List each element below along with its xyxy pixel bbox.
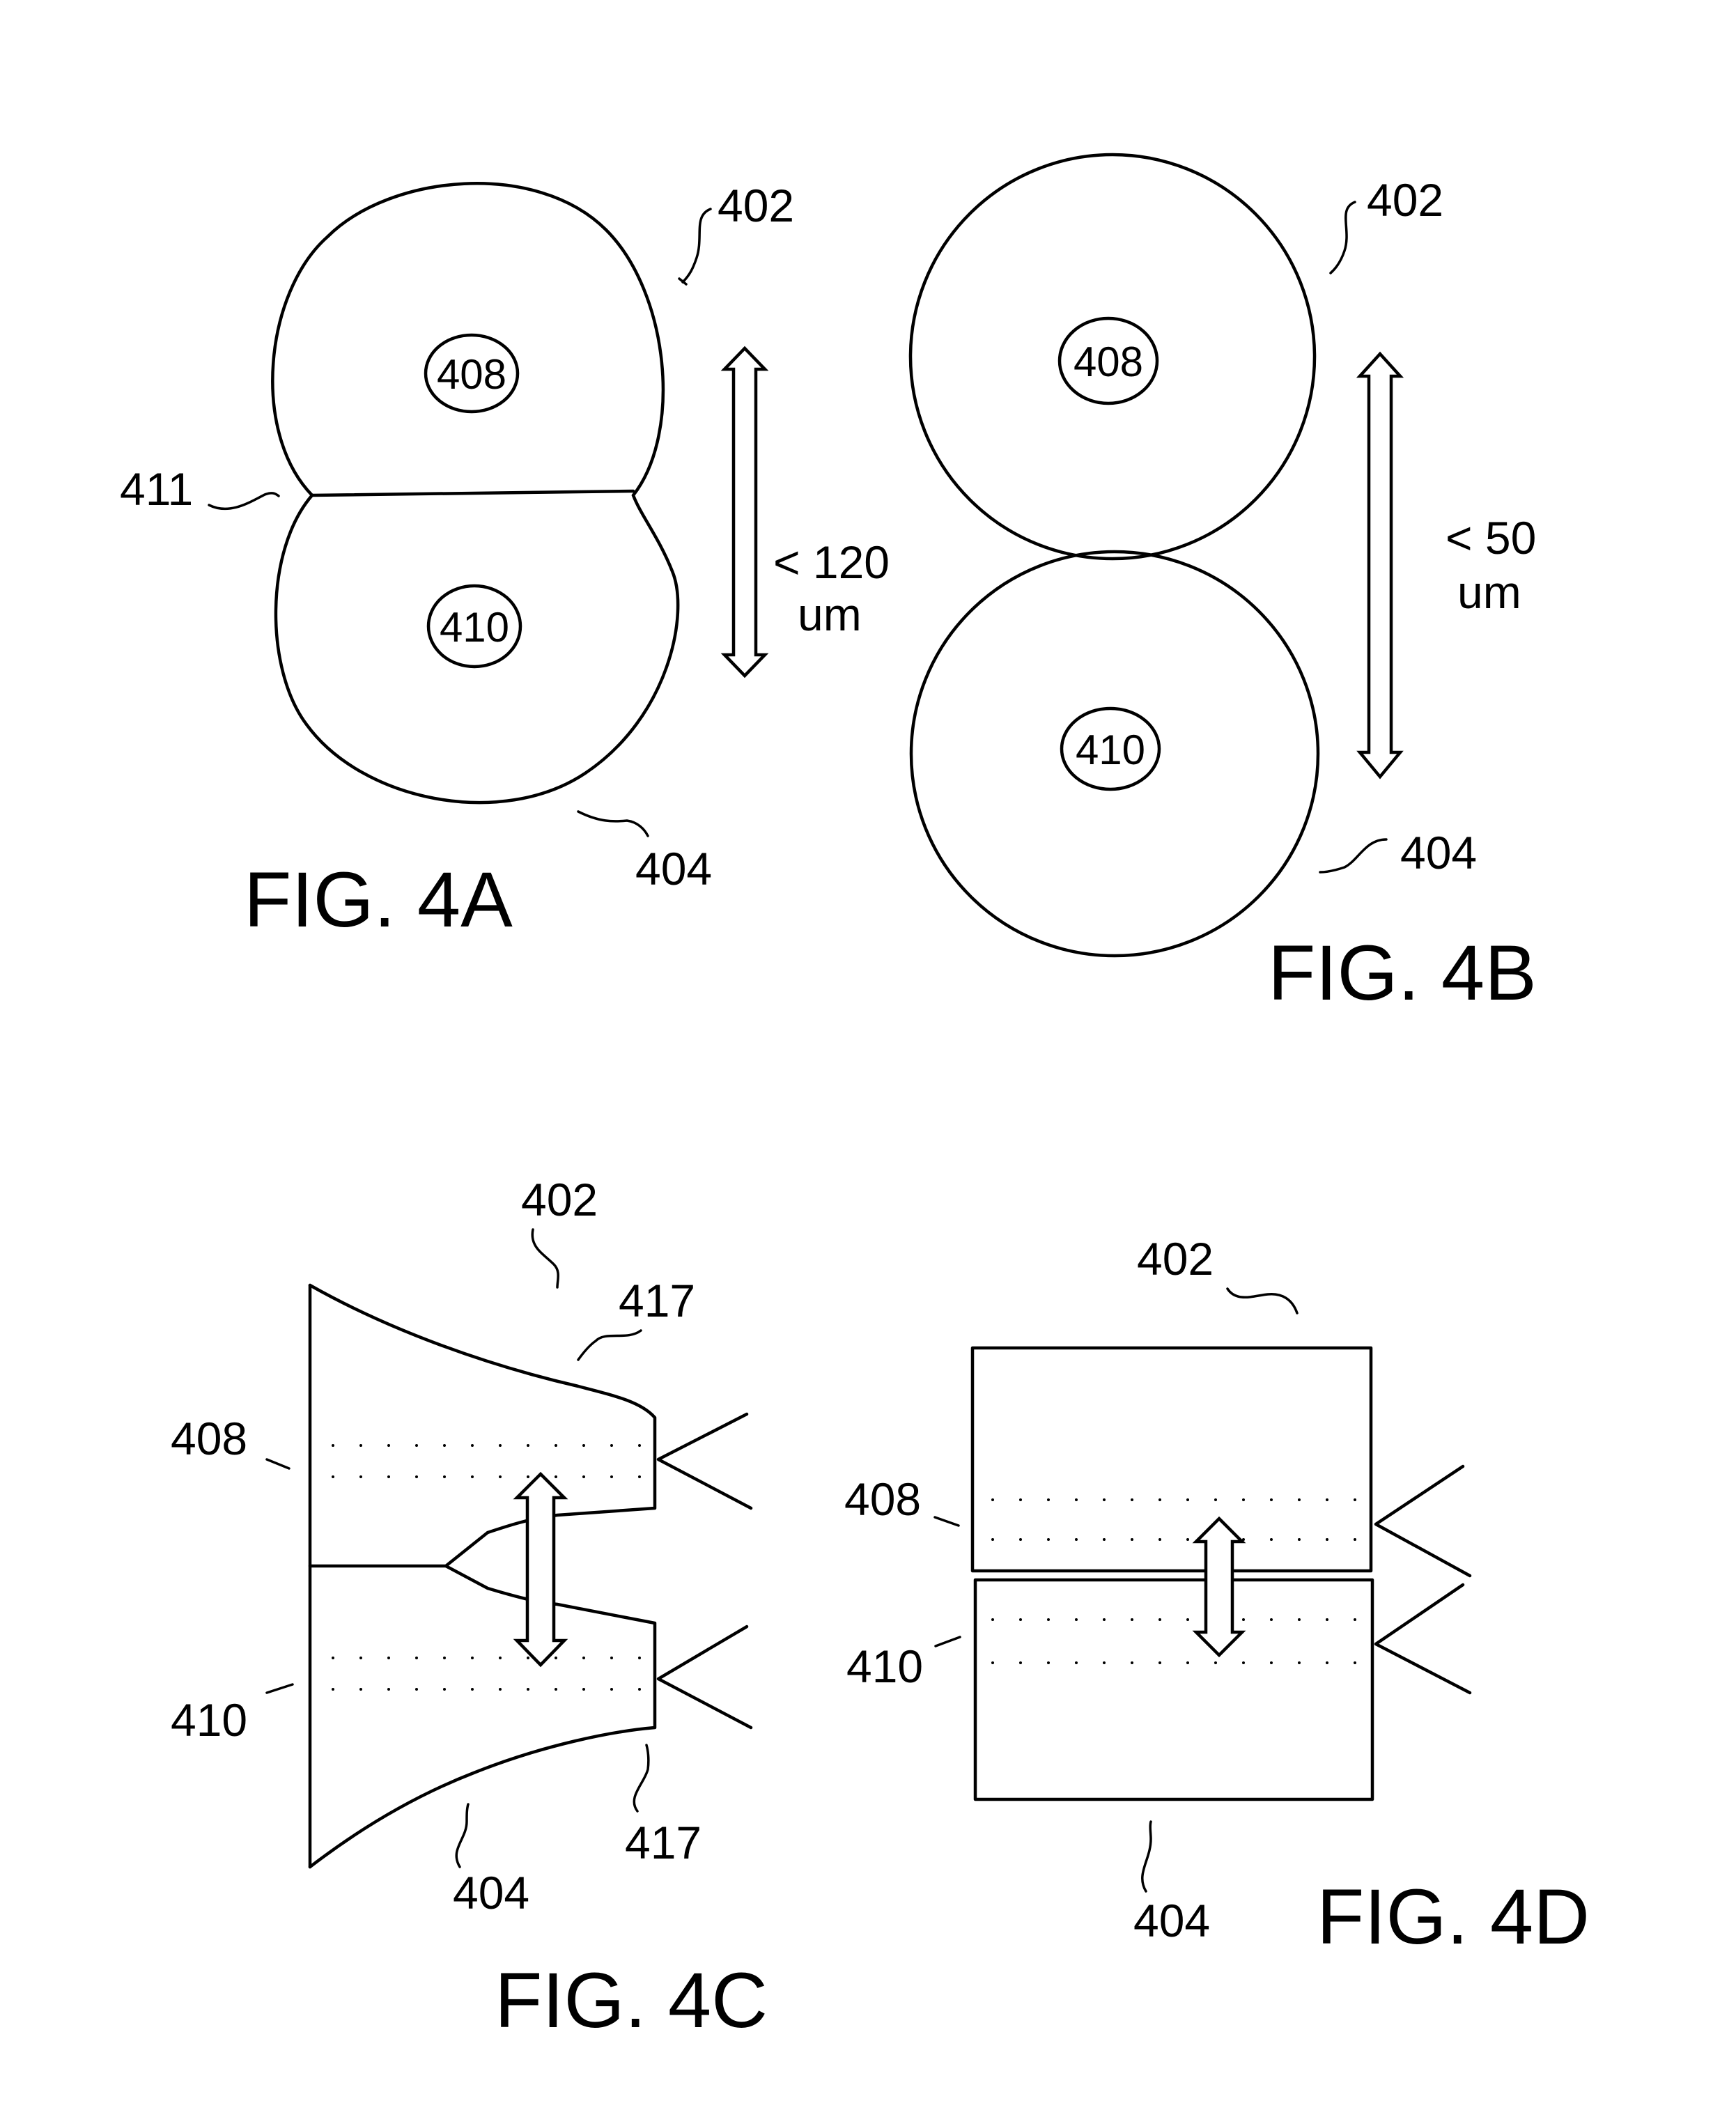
fig-4c-ref-402: 402 <box>521 1174 598 1225</box>
fig-4c-caption: FIG. 4C <box>495 1957 768 2044</box>
fig-4b-caption: FIG. 4B <box>1268 929 1537 1016</box>
fig-4d-lower-waveguide-404 <box>973 1578 1374 1801</box>
fig-4b-leader-404 <box>1319 838 1388 874</box>
fig-4a-leader-402-tip <box>678 277 688 286</box>
fig-4c-leader-404 <box>455 1803 470 1868</box>
fig-4c-coupling-arrow <box>513 1471 568 1668</box>
fig-4c-upper-taper-outline <box>308 1283 657 1568</box>
fig-4b-lower-cell-outline <box>909 550 1320 958</box>
fig-4c-leader-408 <box>265 1458 290 1470</box>
fig-4d-lower-emission-cone <box>1374 1583 1472 1695</box>
fig-4b-distance-value: < 50 <box>1446 512 1536 564</box>
fig-4c-ref-410: 410 <box>171 1694 247 1746</box>
fig-4c-leader-417-bottom <box>633 1744 650 1813</box>
fig-4d-leader-408 <box>933 1516 960 1527</box>
fig-4a-core-410-label: 410 <box>440 604 509 651</box>
fig-4b-ref-404: 404 <box>1400 827 1477 878</box>
fig-4c-lower-emission-cone <box>656 1624 753 1730</box>
fig-4c-upper-emission-cone <box>656 1412 753 1510</box>
fig-4a-core-410-circle <box>426 584 522 669</box>
fig-4d-leader-410 <box>934 1636 961 1647</box>
fig-4a-junction-line <box>310 489 635 497</box>
fig-4d-ref-410: 410 <box>846 1641 923 1692</box>
fig-4d-leader-402 <box>1226 1287 1299 1315</box>
fig-4a-ref-411: 411 <box>120 463 193 515</box>
fig-4a-core-408-label: 408 <box>437 351 506 398</box>
fig-4d-upper-emission-cone <box>1374 1464 1472 1578</box>
fig-4d-ref-402: 402 <box>1137 1233 1214 1285</box>
fig-4b-core-408-circle <box>1057 316 1159 405</box>
fig-4b-distance-unit: um <box>1457 566 1521 618</box>
fig-4a-ref-402: 402 <box>718 180 794 231</box>
fig-4a-upper-cell-outline <box>271 182 665 497</box>
fig-4a: 408 410 < 120 um 402 411 404 FIG. 4A <box>120 180 890 943</box>
fig-4b-leader-402 <box>1329 201 1356 274</box>
fig-4a-core-408-circle <box>424 333 520 414</box>
fig-4d-caption: FIG. 4D <box>1317 1873 1590 1960</box>
fig-4b-core-410-label: 410 <box>1076 727 1145 773</box>
fig-4c-ref-417-bottom: 417 <box>625 1817 702 1868</box>
fig-4d: 402 408 410 404 FIG. 4D <box>844 1233 1590 1960</box>
fig-4a-caption: FIG. 4A <box>244 856 513 943</box>
fig-4a-distance-value: < 120 <box>773 536 890 588</box>
fig-4d-ref-408: 408 <box>844 1473 921 1525</box>
fig-4d-coupling-arrow <box>1192 1516 1246 1658</box>
fig-4b: 408 410 < 50 um 402 404 FIG. 4B <box>908 153 1537 1016</box>
fig-4a-leader-411 <box>208 492 280 511</box>
fig-4a-distance-unit: um <box>798 589 862 640</box>
fig-4b-core-408-label: 408 <box>1074 339 1143 385</box>
fig-4c-leader-417-top <box>577 1329 642 1361</box>
fig-4a-leader-404 <box>577 810 649 837</box>
fig-4c-lower-taper-outline <box>308 1564 657 1869</box>
fig-4c-ref-417-top: 417 <box>619 1275 695 1326</box>
fig-4a-ref-404: 404 <box>635 843 712 894</box>
fig-4d-upper-waveguide-402 <box>970 1346 1373 1573</box>
fig-4c-ref-408: 408 <box>171 1413 247 1464</box>
fig-4c-ref-404: 404 <box>453 1867 529 1918</box>
fig-4a-leader-402 <box>681 208 712 284</box>
fig-4c: 402 417 408 410 417 404 FIG. 4C <box>171 1174 768 2044</box>
fig-4b-distance-arrow <box>1356 351 1404 780</box>
fig-4d-leader-404 <box>1141 1820 1152 1893</box>
fig-4b-core-410-circle <box>1060 706 1161 791</box>
fig-4c-leader-402 <box>531 1228 559 1289</box>
fig-4d-ref-404: 404 <box>1133 1895 1210 1946</box>
fig-4a-lower-cell-outline <box>274 493 680 805</box>
fig-4b-upper-cell-outline <box>908 153 1317 561</box>
fig-4a-distance-arrow <box>720 346 769 678</box>
fig-4c-leader-410 <box>265 1683 294 1694</box>
fig-4b-ref-402: 402 <box>1367 174 1443 226</box>
